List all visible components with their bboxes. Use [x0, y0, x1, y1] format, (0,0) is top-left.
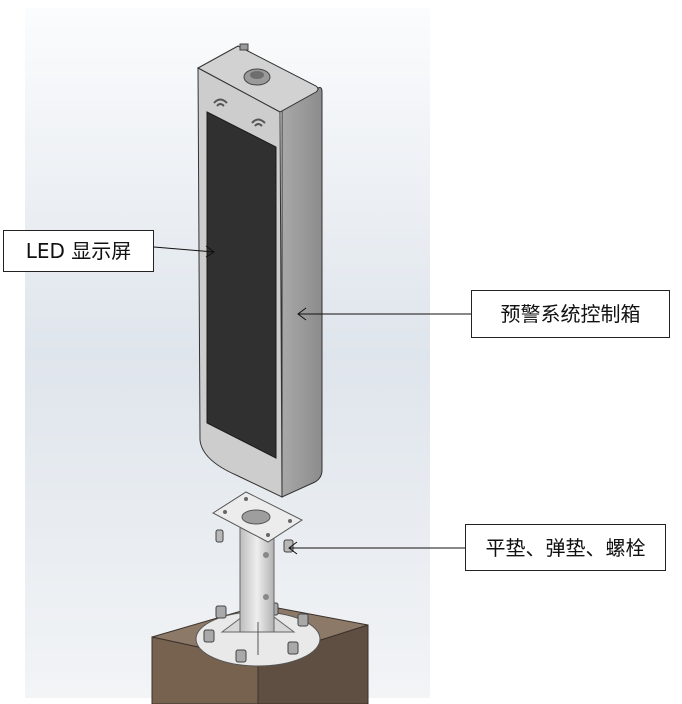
housing-side — [281, 87, 323, 498]
callout-fasteners: 平垫、弹垫、螺栓 — [465, 524, 666, 571]
callout-led-screen: LED 显示屏 — [3, 230, 154, 272]
mounting-flange — [212, 491, 304, 543]
leader-line-led — [153, 245, 215, 258]
led-screen — [206, 111, 277, 459]
leader-line-fasteners — [288, 541, 465, 555]
callout-control-box: 预警系统控制箱 — [471, 290, 670, 338]
leader-line-control-box — [297, 307, 471, 321]
signal-icon — [251, 118, 266, 127]
signal-icon — [213, 98, 228, 107]
